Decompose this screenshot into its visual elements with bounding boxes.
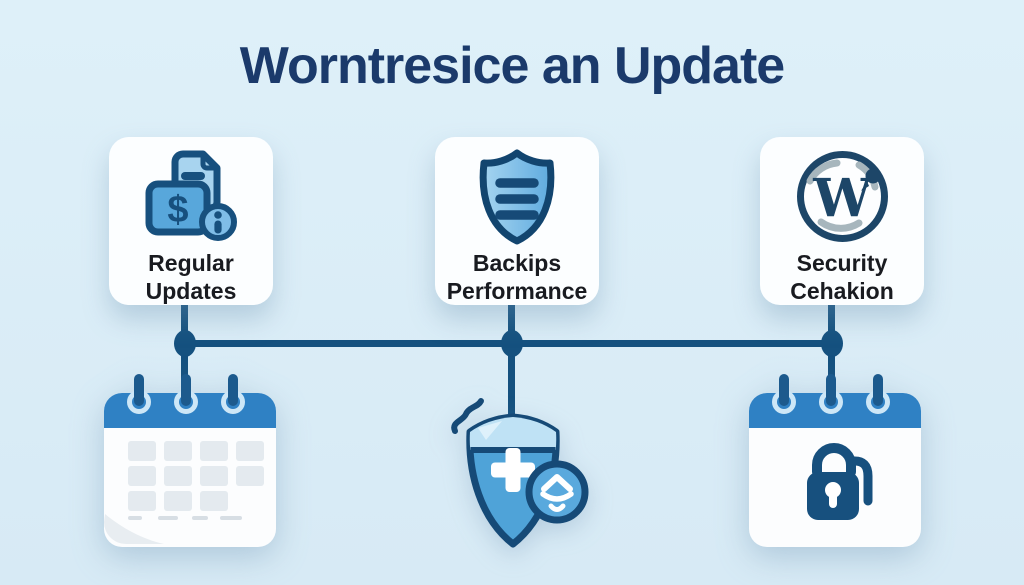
label-line: Regular [148,249,234,276]
home-badge-icon [525,460,589,524]
label-line: Security [796,249,888,276]
connector-vertical-middle [508,301,515,427]
card-backups-performance: Backips Performance [435,137,599,305]
calendar-lock-icon [745,366,925,561]
page-title: Worntresice an Update [239,37,785,95]
wordpress-letter: W [812,168,873,229]
label-line: Updates [145,277,237,304]
card-label-backups-performance: Backips Performance [447,249,588,305]
calendar-icon [100,366,280,561]
card-regular-updates: $ Regular Updates [109,137,273,305]
wordpress-logo-icon: W [795,147,890,247]
label-line: Backips [472,249,562,276]
medical-shield-badge-icon [428,388,603,563]
card-security-check: W Security Cehakion [760,137,924,305]
connector-node-left [174,330,196,357]
connector-node-middle [501,330,523,357]
card-label-security-check: Security Cehakion [790,249,894,305]
billing-document-icon: $ [143,147,239,247]
dollar-glyph: $ [167,189,188,231]
padlock-icon [807,443,873,520]
shield-list-icon [471,147,563,247]
card-label-regular-updates: Regular Updates [146,249,237,305]
label-line: Cehakion [790,277,894,304]
connector-node-right [821,330,843,357]
label-line: Performance [446,277,588,304]
squiggle-icon [451,398,484,434]
